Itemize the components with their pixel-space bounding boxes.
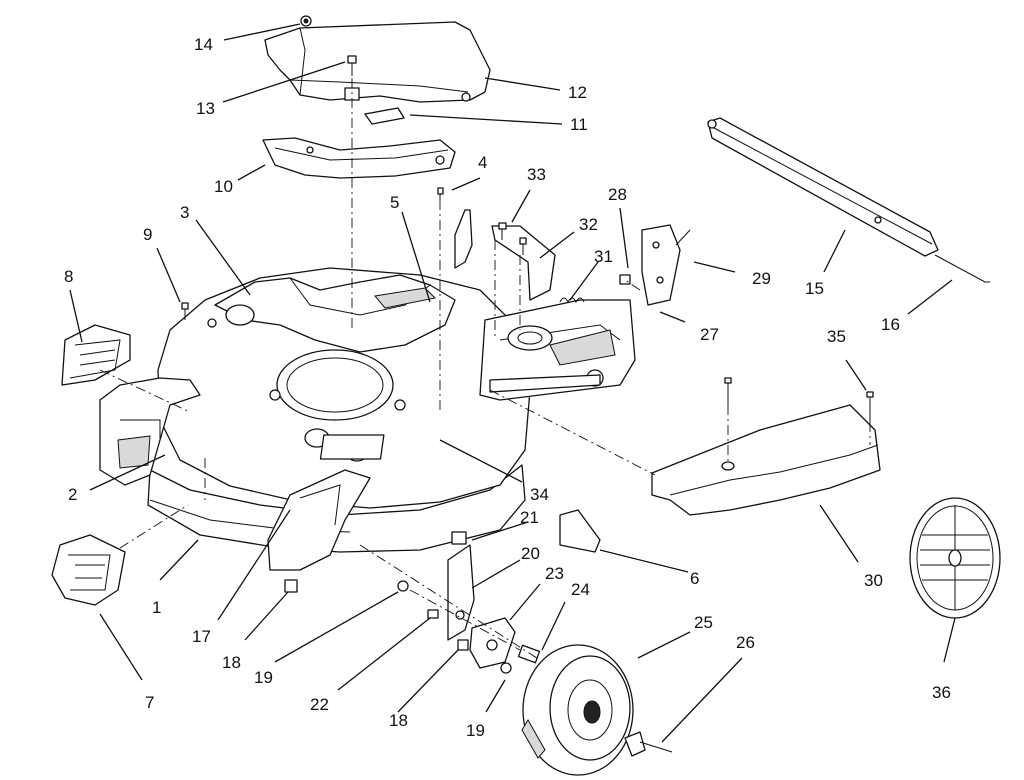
- front-bumper-part: [99, 377, 201, 486]
- drive-housing-part: [454, 209, 636, 401]
- callout-35: 35: [827, 327, 846, 346]
- callout-19b: 19: [466, 721, 485, 740]
- axle-bracket-part: [469, 617, 516, 669]
- callout-28: 28: [608, 185, 627, 204]
- callout-19a: 19: [254, 668, 273, 687]
- rear-plate-part: [651, 377, 881, 516]
- callout-7: 7: [145, 693, 154, 712]
- left-baffle-part: [61, 324, 131, 386]
- callout-13: 13: [196, 99, 215, 118]
- handle-part: [707, 117, 990, 283]
- callout-18b: 18: [389, 711, 408, 730]
- callout-11: 11: [570, 115, 588, 134]
- callout-5: 5: [390, 193, 399, 212]
- callout-25: 25: [694, 613, 713, 632]
- callout-34: 34: [530, 485, 549, 504]
- callout-18a: 18: [222, 653, 241, 672]
- rear-cover-part: [264, 21, 491, 103]
- callout-22: 22: [310, 695, 329, 714]
- callout-24: 24: [571, 580, 590, 599]
- baffle-screw-part: [437, 187, 444, 200]
- callout-4: 4: [478, 153, 487, 172]
- height-adjuster-part: [447, 531, 475, 641]
- leader-lines: [69, 23, 956, 743]
- callout-9: 9: [143, 225, 152, 244]
- callout-23: 23: [545, 564, 564, 583]
- cover-screw-part: [347, 55, 357, 76]
- wheel-part: [521, 644, 634, 776]
- callout-20: 20: [521, 544, 540, 563]
- callout-32: 32: [579, 215, 598, 234]
- hubcap-part: [909, 497, 1001, 619]
- linkage-part: [619, 224, 691, 306]
- callout-15: 15: [805, 279, 824, 298]
- callout-33: 33: [527, 165, 546, 184]
- callout-29: 29: [752, 269, 771, 288]
- callout-3: 3: [180, 203, 189, 222]
- callout-26: 26: [736, 633, 755, 652]
- callout-8: 8: [64, 267, 73, 286]
- callout-36: 36: [932, 683, 951, 702]
- callout-labels: 1 2 3 4 5 6 7 8 9 10 11 12 13 14 15 16 1…: [64, 35, 951, 740]
- callout-27: 27: [700, 325, 719, 344]
- rear-flap-part: [51, 534, 126, 606]
- deck-top-plate-part: [214, 274, 456, 353]
- callout-17: 17: [192, 627, 211, 646]
- callout-6: 6: [690, 569, 699, 588]
- baffle-part: [262, 137, 456, 179]
- assembly-lines: [99, 78, 871, 661]
- callout-1: 1: [152, 598, 161, 617]
- callout-10: 10: [214, 177, 233, 196]
- baffle-bolt-part: [181, 302, 189, 320]
- callout-21: 21: [520, 508, 539, 527]
- callout-31: 31: [594, 247, 613, 266]
- cover-knob-part: [300, 15, 312, 27]
- callout-14: 14: [194, 35, 213, 54]
- small-plate-part: [559, 509, 601, 553]
- side-bumper-part: [267, 469, 371, 571]
- callout-12: 12: [568, 83, 587, 102]
- axle-bolt-part: [624, 731, 673, 757]
- cover-bracket-part: [364, 107, 405, 125]
- callout-16: 16: [881, 315, 900, 334]
- callout-2: 2: [68, 485, 77, 504]
- side-bracket-part: [491, 222, 556, 301]
- callout-30: 30: [864, 571, 883, 590]
